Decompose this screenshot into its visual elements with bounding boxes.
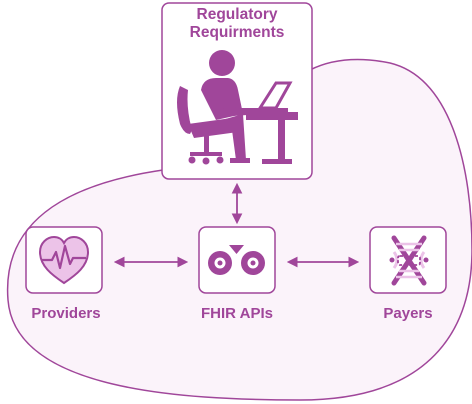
regulatory-title: Regulatory Requirments bbox=[160, 6, 314, 42]
providers-label: Providers bbox=[31, 305, 101, 322]
regulatory-title-line2: Requirments bbox=[189, 24, 285, 41]
fhir-logo-icon bbox=[208, 245, 265, 275]
regulatory-title-line1: Regulatory bbox=[196, 6, 278, 23]
dna-helix-icon bbox=[389, 235, 429, 286]
payers-label: Payers bbox=[383, 305, 433, 322]
fhir-node bbox=[198, 226, 276, 294]
fhir-label: FHIR APIs bbox=[201, 305, 273, 322]
heart-pulse-icon bbox=[38, 235, 90, 285]
person-at-desk-icon bbox=[177, 50, 298, 165]
